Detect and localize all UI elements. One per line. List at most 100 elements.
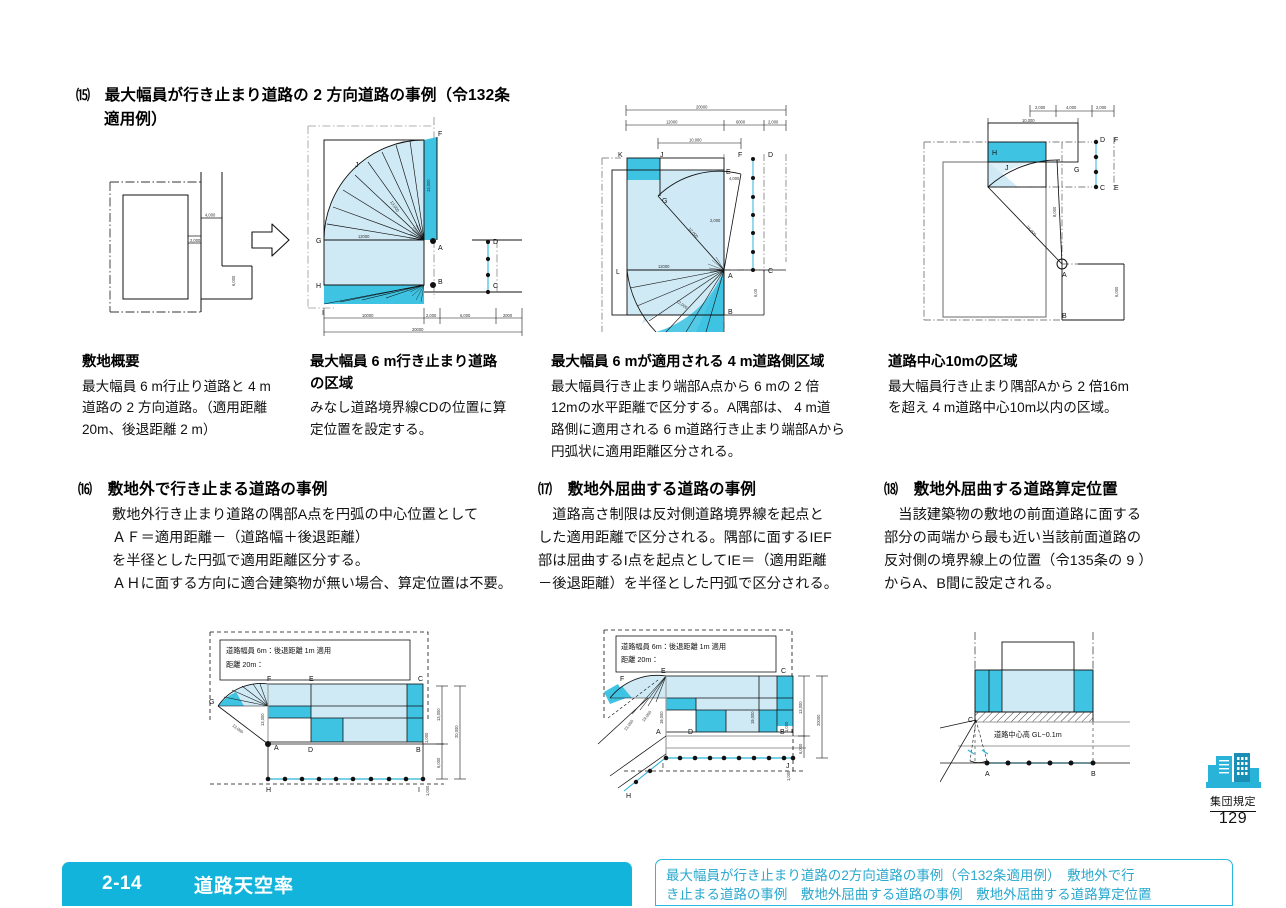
fig4-label-A: A — [1062, 272, 1067, 279]
fig3-label-D: D — [768, 152, 773, 159]
section-16-body: 敷地外行き止まり道路の隅部A点を円弧の中心位置として ＡＦ＝適用距離－（道路幅＋… — [112, 507, 513, 593]
column-1-heading: 敷地概要 — [82, 354, 140, 370]
fig2-label-D: D — [493, 239, 498, 246]
fig3-label-G: G — [662, 198, 667, 205]
section-15-heading: ⒂ 最大幅員が行き止まり道路の 2 方向道路の事例（令132条 適用例） — [76, 84, 576, 132]
fig4-dim-10000: 10,000 — [1022, 118, 1035, 123]
fig6-label-I: I — [662, 763, 664, 770]
fig3-dim-600: 6,00 — [753, 288, 758, 297]
column-4-heading: 道路中心10mの区域 — [888, 354, 1018, 370]
figure-bent-road-outside-site: 道路幅員 6m：後退距離 1m 適用 距離 20m： — [588, 626, 888, 806]
fig2-dim-12000: 12000 — [358, 234, 370, 239]
fig5-label-I: I — [418, 787, 420, 794]
fig2-label-J: J — [355, 162, 359, 169]
section-17-number: ⒄ — [538, 481, 553, 497]
section-18-number: ⒅ — [884, 481, 899, 497]
fig3-dim-6000: 6000 — [736, 120, 746, 125]
fig3-label-A: A — [728, 273, 733, 280]
fig2-label-H: H — [316, 283, 321, 290]
section-15-title-line1: 最大幅員が行き止まり道路の 2 方向道路の事例（令132条 — [104, 87, 511, 104]
fig6-dim-19000c: 19,000 — [641, 709, 653, 723]
column-4-road-center-10m: 道路中心10mの区域 最大幅員行き止まり隅部Aから 2 倍16m を超え 4 m… — [888, 352, 1188, 419]
fig5-label-G: G — [209, 699, 214, 706]
column-3-body: 最大幅員行き止まり端部A点から 6 mの 2 倍 12mの水平距離で区分する。A… — [551, 378, 845, 459]
section-18-heading: ⒅ 敷地外屈曲する道路算定位置 — [884, 478, 1214, 502]
fig3-label-L: L — [616, 269, 620, 276]
fig6-note-line2: 距離 20m： — [621, 655, 659, 664]
fig6-label-A: A — [656, 729, 661, 736]
fig5-label-H: H — [266, 787, 271, 794]
fig6-label-H: H — [626, 793, 631, 800]
footer-section-bar: 2-14 道路天空率 — [62, 862, 632, 906]
fig4-dim-4000: 4,000 — [1066, 105, 1077, 110]
fig5-label-A: A — [274, 745, 279, 752]
section-16: ⒃ 敷地外で行き止まる道路の事例 敷地外行き止まり道路の隅部A点を円弧の中心位置… — [78, 478, 548, 596]
fig2-dim-10000: 10000 — [362, 313, 374, 318]
fig6-label-B: B — [780, 729, 785, 736]
fig5-label-B: B — [416, 747, 421, 754]
fig2-label-A: A — [438, 245, 443, 252]
fig3-dim-2000b: 2,000 — [710, 218, 721, 223]
fig3-dim-10000: 10,000 — [689, 138, 702, 143]
section-16-number: ⒃ — [78, 481, 93, 497]
fig1-dim-6000: 6,000 — [231, 275, 236, 286]
fig3-label-C: C — [768, 268, 773, 275]
figure-dead-end-outside-site: 道路幅員 6m：後退距離 1m 適用 距離 20m： — [196, 626, 476, 806]
fig4-label-B: B — [1062, 313, 1067, 320]
fig2-label-F: F — [438, 131, 442, 138]
fig6-dim-13000b: 13,000 — [623, 718, 635, 732]
section-17: ⒄ 敷地外屈曲する道路の事例 道路高さ制限は反対側道路境界線を起点と した適用距… — [538, 478, 878, 596]
section-15-title-line2: 適用例） — [104, 111, 167, 129]
figure-bent-road-calc-position: 道路中心高 GL−0.1m C A B — [940, 630, 1180, 800]
fig3-dim-12000c: 12000 — [658, 264, 670, 269]
fig5-note-line2: 距離 20m： — [226, 660, 264, 669]
fig3-label-J: J — [660, 152, 664, 159]
fig4-dim-2000a: 2,000 — [1035, 105, 1046, 110]
fig5-dim-1000b: 1,000 — [425, 785, 430, 796]
fig6-label-J: J — [786, 763, 790, 770]
figure-max-width-6m-dead-end-zone: F J G A H B I C D 13,000 13,000 12000 10… — [300, 112, 550, 340]
footer-tags-line1: 最大幅員が行き止まり道路の2方向道路の事例（令132条適用例） 敷地外で行 — [666, 868, 1135, 883]
fig2-label-C: C — [493, 283, 498, 290]
section-17-title: 敷地外屈曲する道路の事例 — [567, 481, 757, 498]
fig3-dim-2000: 2,000 — [768, 120, 779, 125]
column-2-dead-end-zone: 最大幅員 6 m行き止まり道路 の区域 みなし道路境界線CDの位置に算 定位置を… — [310, 352, 524, 441]
fig3-label-F: F — [738, 152, 742, 159]
fig5-dim-13000-v: 13,000 — [260, 713, 265, 726]
fig6-dim-6000: 6,000 — [798, 743, 803, 754]
column-3-4m-road-zone: 最大幅員 6 mが適用される 4 m道路側区域 最大幅員行き止まり端部A点から … — [551, 352, 871, 463]
fig6-dim-1000b: 1,000 — [786, 770, 791, 781]
fig5-label-F: F — [267, 676, 271, 683]
right-arrow-icon — [251, 223, 290, 257]
fig7-label-A: A — [985, 771, 990, 778]
fig3-dim-12000: 12000 — [666, 120, 678, 125]
fig3-label-K: K — [618, 152, 623, 159]
section-17-heading: ⒄ 敷地外屈曲する道路の事例 — [538, 478, 878, 502]
fig6-note-line1: 道路幅員 6m：後退距離 1m 適用 — [621, 642, 726, 651]
column-4-body: 最大幅員行き止まり隅部Aから 2 倍16m を超え 4 m道路中心10m以内の区… — [888, 378, 1129, 416]
fig6-dim-19000b: 19,000 — [750, 711, 755, 724]
section-16-heading: ⒃ 敷地外で行き止まる道路の事例 — [78, 478, 548, 502]
fig6-dim-1000a: 1,000 — [784, 721, 789, 732]
fig2-label-G: G — [316, 238, 321, 245]
section-18: ⒅ 敷地外屈曲する道路算定位置 当該建築物の敷地の前面道路に面する 部分の両端か… — [884, 478, 1214, 596]
section-15-number: ⒂ — [76, 87, 91, 103]
figure-site-outline: 4,000 2,000 6,000 — [84, 150, 304, 340]
fig2-dim-2000b: 2000 — [503, 313, 513, 318]
fig6-label-F: F — [620, 676, 624, 683]
fig2-dim-6000: 6,000 — [460, 313, 471, 318]
fig2-dim-2000a: 2,000 — [426, 313, 437, 318]
fig7-note: 道路中心高 GL−0.1m — [994, 730, 1062, 739]
side-marker-label: 集団規定 — [1210, 796, 1256, 812]
fig6-dim-20000: 20000 — [816, 714, 821, 726]
fig4-label-E: E — [1114, 185, 1119, 192]
fig6-dim-13000: 13,000 — [798, 701, 803, 714]
section-16-title: 敷地外で行き止まる道路の事例 — [107, 481, 328, 498]
fig4-dim-2000b: 2,000 — [1096, 105, 1107, 110]
footer-section-title: 道路天空率 — [194, 875, 295, 897]
fig5-label-D: D — [308, 747, 313, 754]
figure-4m-road-side-zone: 20000 12000 6000 2,000 10,000 — [596, 92, 796, 342]
fig4-label-C: C — [1100, 185, 1105, 192]
page-number: 129 — [1218, 810, 1248, 827]
fig4-label-H: H — [992, 150, 997, 157]
